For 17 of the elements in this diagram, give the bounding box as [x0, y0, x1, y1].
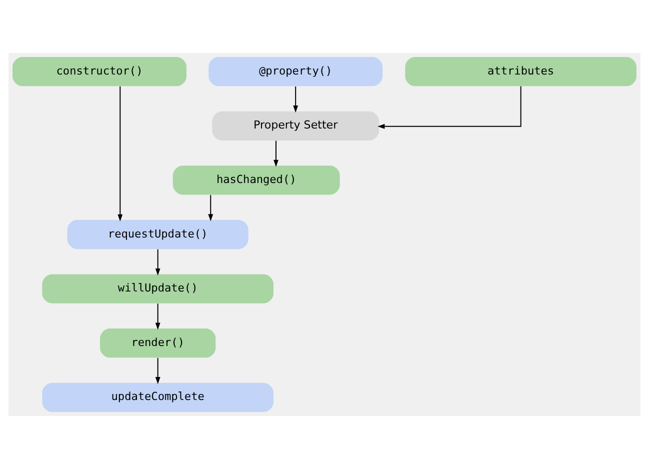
node-box: willUpdate(): [42, 274, 274, 304]
arrow: [208, 195, 214, 222]
arrow: [155, 358, 160, 384]
arrow: [155, 304, 160, 330]
node-box: attributes: [405, 57, 636, 86]
arrow: [155, 249, 160, 276]
arrow: [378, 86, 522, 129]
arrow: [274, 140, 278, 167]
node-box: constructor(): [12, 57, 186, 86]
node-box: Property Setter: [212, 111, 380, 140]
node-box: render(): [100, 328, 216, 358]
node-box: updateComplete: [42, 382, 274, 412]
arrow: [118, 86, 123, 222]
node-box: hasChanged(): [172, 166, 340, 195]
arrow: [293, 86, 298, 113]
node-box: requestUpdate(): [67, 220, 248, 250]
node-box: @property(): [208, 57, 383, 86]
